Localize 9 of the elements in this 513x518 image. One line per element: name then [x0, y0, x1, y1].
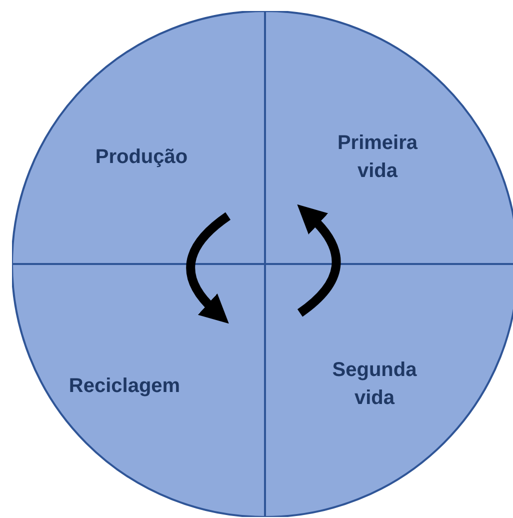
quadrant-sector	[12, 264, 265, 517]
sector-label: Segunda vida	[331, 358, 418, 411]
quadrant-sector	[12, 11, 265, 264]
sector-label: Primeira vida	[336, 131, 419, 184]
curved-arrow	[297, 204, 341, 317]
quadrant-sector	[265, 11, 513, 264]
sector-label: Produção	[94, 145, 189, 170]
quadrant-sector	[265, 264, 513, 517]
sector-label: Reciclagem	[68, 374, 182, 399]
